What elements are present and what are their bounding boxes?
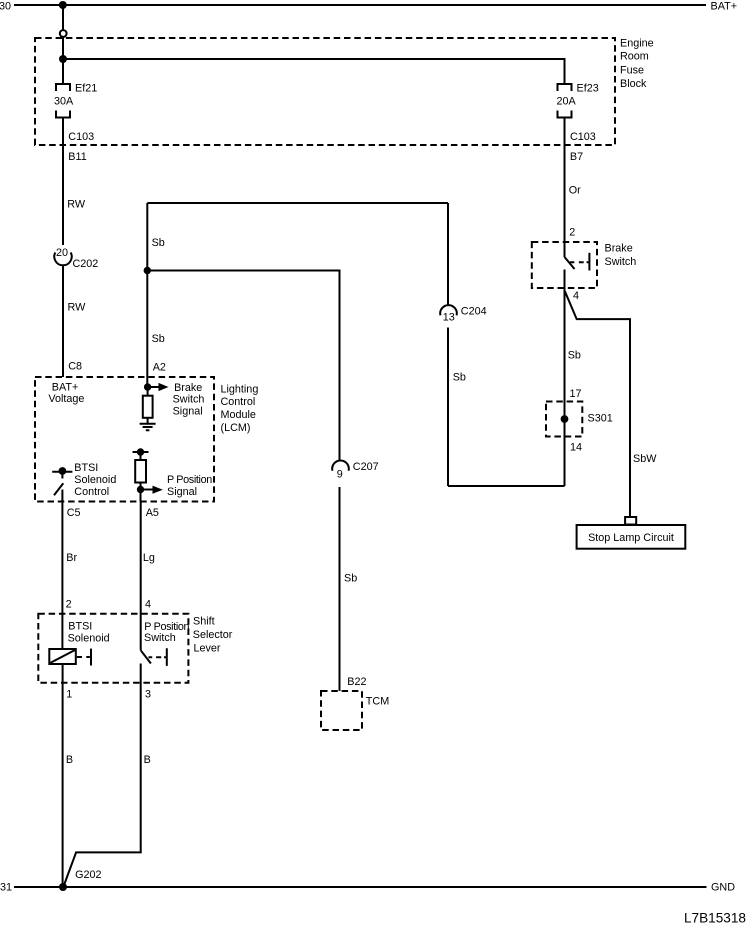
svg-text:Control: Control xyxy=(74,486,109,498)
svg-text:1: 1 xyxy=(66,689,72,701)
svg-text:RW: RW xyxy=(67,198,86,210)
svg-text:BAT+: BAT+ xyxy=(711,1,738,13)
svg-text:P Position: P Position xyxy=(167,474,212,486)
svg-text:2: 2 xyxy=(66,598,72,610)
svg-text:C103: C103 xyxy=(68,131,94,143)
svg-text:Block: Block xyxy=(620,78,647,90)
svg-text:4: 4 xyxy=(145,598,151,610)
svg-text:2: 2 xyxy=(569,226,575,238)
svg-text:BTSI: BTSI xyxy=(68,620,92,632)
svg-text:Brake: Brake xyxy=(605,243,633,255)
svg-text:9: 9 xyxy=(337,468,343,480)
svg-text:Lever: Lever xyxy=(194,643,221,655)
svg-text:Engine: Engine xyxy=(620,37,654,49)
svg-text:S301: S301 xyxy=(588,412,613,424)
svg-text:L7B15318: L7B15318 xyxy=(684,911,746,926)
svg-text:4: 4 xyxy=(573,290,579,302)
svg-text:Fuse: Fuse xyxy=(620,65,644,77)
svg-text:Solenoid: Solenoid xyxy=(68,633,110,645)
svg-text:Shift: Shift xyxy=(193,616,215,628)
svg-text:Ef21: Ef21 xyxy=(75,83,97,95)
svg-text:Module: Module xyxy=(221,409,256,421)
svg-text:Signal: Signal xyxy=(167,486,197,498)
svg-text:Or: Or xyxy=(569,185,581,197)
svg-text:Brake: Brake xyxy=(174,382,202,394)
svg-text:B: B xyxy=(144,754,151,766)
svg-text:Room: Room xyxy=(620,51,649,63)
svg-text:Ef23: Ef23 xyxy=(577,83,599,95)
svg-text:Switch: Switch xyxy=(605,256,637,268)
svg-text:Sb: Sb xyxy=(453,371,466,383)
svg-text:30A: 30A xyxy=(54,96,74,108)
svg-text:C207: C207 xyxy=(353,461,379,473)
svg-text:C103: C103 xyxy=(570,131,596,143)
svg-text:30: 30 xyxy=(0,1,11,13)
svg-text:Control: Control xyxy=(221,396,256,408)
svg-text:P Position: P Position xyxy=(144,621,189,633)
svg-text:13: 13 xyxy=(443,311,455,323)
svg-text:SbW: SbW xyxy=(633,453,657,465)
svg-text:Lighting: Lighting xyxy=(221,383,259,395)
svg-text:C204: C204 xyxy=(461,305,487,317)
svg-text:Stop Lamp Circuit: Stop Lamp Circuit xyxy=(588,532,674,544)
svg-text:20: 20 xyxy=(56,247,68,259)
svg-text:Sb: Sb xyxy=(152,237,165,249)
svg-text:RW: RW xyxy=(68,302,87,314)
svg-text:Lg: Lg xyxy=(143,552,155,564)
svg-text:(LCM): (LCM) xyxy=(221,422,251,434)
svg-text:B11: B11 xyxy=(68,151,86,163)
svg-text:Voltage: Voltage xyxy=(48,393,84,405)
svg-text:Selector: Selector xyxy=(193,629,233,641)
svg-text:A5: A5 xyxy=(146,507,159,519)
svg-text:C5: C5 xyxy=(67,507,81,519)
svg-text:Sb: Sb xyxy=(344,573,357,585)
svg-text:Signal: Signal xyxy=(173,405,203,417)
svg-text:B22: B22 xyxy=(347,676,366,688)
svg-text:17: 17 xyxy=(570,388,582,400)
svg-text:GND: GND xyxy=(711,881,735,893)
svg-text:31: 31 xyxy=(0,881,12,893)
svg-text:14: 14 xyxy=(570,441,582,453)
svg-text:20A: 20A xyxy=(557,96,577,108)
svg-text:C202: C202 xyxy=(73,258,99,270)
svg-text:Switch: Switch xyxy=(144,632,176,644)
svg-text:Switch: Switch xyxy=(173,393,205,405)
svg-text:Solenoid: Solenoid xyxy=(74,474,116,486)
svg-text:TCM: TCM xyxy=(366,695,389,707)
svg-text:A2: A2 xyxy=(153,362,166,374)
svg-text:Br: Br xyxy=(66,552,77,564)
svg-text:BTSI: BTSI xyxy=(74,462,98,474)
svg-text:G202: G202 xyxy=(75,869,101,881)
svg-text:Sb: Sb xyxy=(568,350,581,362)
svg-text:Sb: Sb xyxy=(152,333,165,345)
svg-text:B: B xyxy=(66,754,73,766)
svg-text:B7: B7 xyxy=(570,151,583,163)
svg-text:3: 3 xyxy=(145,689,151,701)
svg-text:C8: C8 xyxy=(68,361,82,373)
svg-text:BAT+: BAT+ xyxy=(52,382,79,394)
